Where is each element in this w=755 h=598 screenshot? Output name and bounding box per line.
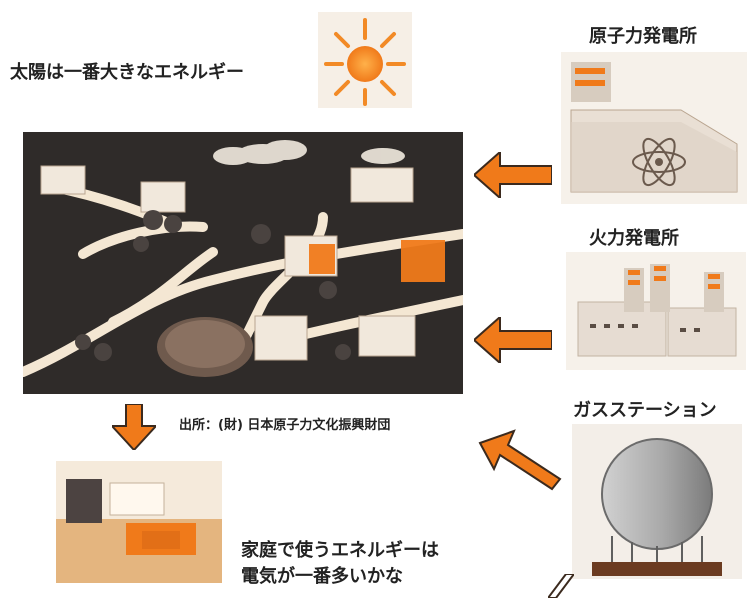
arrow-left-1 [474,152,552,198]
sun-illustration [318,12,412,108]
thermal-plant-illustration [566,252,746,370]
gas-holder-illustration [572,424,742,579]
home-caption-line-2: 電気が一番多いかな [241,566,403,587]
city-map-illustration [23,132,463,394]
thermal-plant-label: 火力発電所 [589,228,679,249]
gas-station-label: ガスステーション [573,400,717,421]
arrow-diagonal [474,425,564,495]
nuclear-plant-label: 原子力発電所 [589,26,697,47]
home-illustration [56,461,222,583]
sun-caption: 太陽は一番大きなエネルギー [10,62,244,83]
nuclear-plant-illustration [561,52,747,204]
arrow-left-2 [474,317,552,363]
arrow-down [112,404,156,450]
source-caption: 出所：(財) 日本原子力文化振興財団 [179,418,391,433]
sun-icon [324,18,406,106]
partial-arrow-bottom [548,574,574,598]
home-caption-line-1: 家庭で使うエネルギーは [241,540,439,561]
